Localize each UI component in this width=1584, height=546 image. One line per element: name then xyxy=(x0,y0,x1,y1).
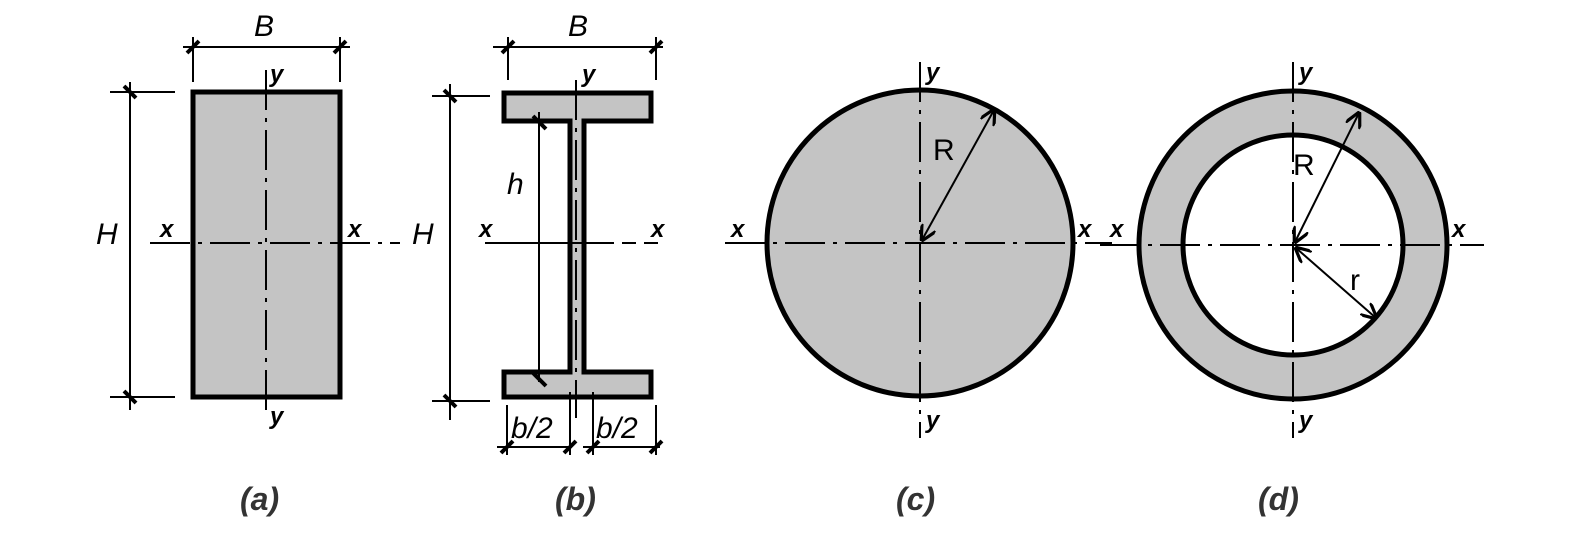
radius-label: R xyxy=(933,134,955,167)
panel-a-rectangle: B H x x y y (a) xyxy=(96,10,400,517)
inner-radius-arrow xyxy=(1296,248,1376,318)
web-height-dimension xyxy=(531,112,548,388)
y-axis-label-bottom: y xyxy=(1298,407,1314,434)
height-dimension xyxy=(432,84,490,420)
outer-radius-arrow xyxy=(1295,113,1359,242)
radius-arrow xyxy=(922,110,994,240)
caption-a: (a) xyxy=(240,481,279,517)
x-axis-label-right: x xyxy=(346,216,363,243)
x-axis-label-right: x xyxy=(1450,216,1467,243)
x-axis-label-left: x xyxy=(158,216,175,243)
outer-radius-label: R xyxy=(1293,149,1315,182)
x-axis-label-left: x xyxy=(729,216,746,243)
half-flange-label-left: b/2 xyxy=(511,412,553,445)
x-axis-label-right: x xyxy=(1076,216,1093,243)
y-axis-label-top: y xyxy=(581,61,597,88)
x-axis-label-left: x xyxy=(477,216,494,243)
panel-b-i-section: B H h b/2 b/2 x x y (b) xyxy=(412,10,666,517)
height-dimension xyxy=(110,82,175,410)
y-axis-label-top: y xyxy=(269,61,285,88)
x-axis-label-left: x xyxy=(1108,216,1125,243)
y-axis-label-bottom: y xyxy=(925,407,941,434)
height-label: H xyxy=(96,218,118,251)
y-axis-label-bottom: y xyxy=(269,403,285,430)
caption-c: (c) xyxy=(896,481,935,517)
i-beam-section xyxy=(501,90,654,400)
width-dimension xyxy=(183,37,350,82)
panel-d-hollow-circle: R r x x y y (d) xyxy=(1100,59,1484,517)
half-flange-label-right: b/2 xyxy=(596,412,638,445)
y-axis-label-top: y xyxy=(1298,59,1314,86)
width-dimension xyxy=(493,37,664,80)
half-flange-dimensions xyxy=(497,392,664,455)
y-axis-label-top: y xyxy=(925,59,941,86)
web-height-label: h xyxy=(507,168,524,201)
caption-b: (b) xyxy=(555,481,596,517)
height-label: H xyxy=(412,218,434,251)
width-label: B xyxy=(254,10,274,43)
caption-d: (d) xyxy=(1258,481,1299,517)
panel-c-circle: R x x y y (c) xyxy=(725,59,1112,517)
inner-radius-label: r xyxy=(1350,264,1360,297)
x-axis-label-right: x xyxy=(649,216,666,243)
width-label: B xyxy=(568,10,588,43)
